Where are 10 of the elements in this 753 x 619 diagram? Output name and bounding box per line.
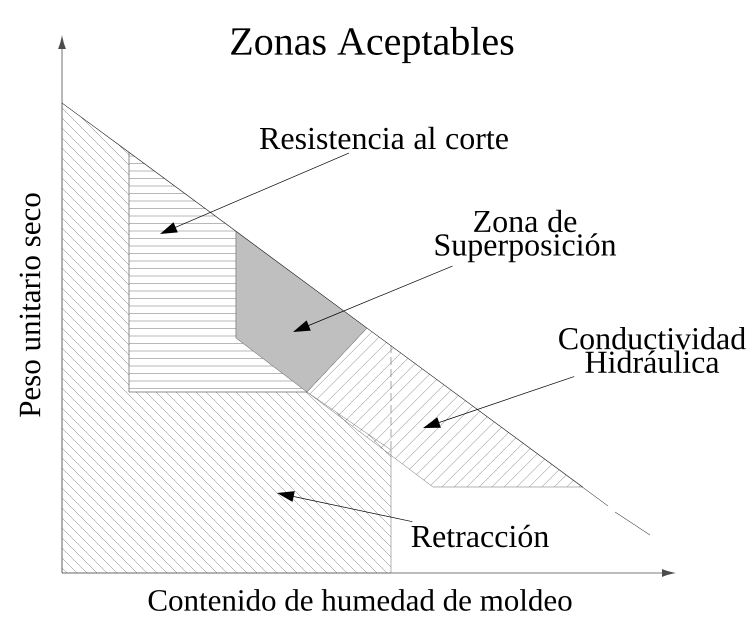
region-label: Conductividad Hidráulica	[559, 326, 746, 374]
region-label: Zona de Superposición	[436, 210, 616, 262]
leader-arrow	[160, 152, 350, 234]
leader-arrow	[423, 376, 575, 428]
axis-label: Peso unitario seco	[20, 193, 40, 417]
title: Zonas Aceptables	[231, 26, 514, 64]
region-label: Resistencia al corte	[260, 126, 508, 150]
axis-label: Contenido de humedad de moldeo	[148, 589, 572, 611]
leader-arrow	[293, 266, 453, 332]
leader-arrow	[277, 491, 413, 522]
